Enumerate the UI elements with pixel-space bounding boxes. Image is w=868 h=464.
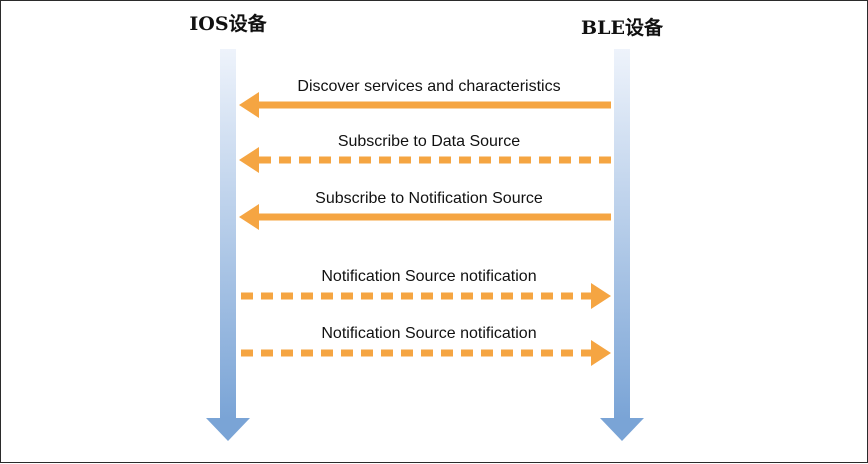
message-notification-source-notification-1: Notification Source notification [241, 268, 611, 309]
arrow-head-right [591, 283, 611, 309]
arrow-head-left [239, 92, 259, 118]
message-label: Notification Source notification [321, 268, 536, 285]
arrow-head-left [239, 147, 259, 173]
ble-lifeline-arrowhead [600, 418, 644, 441]
arrow-head-left [239, 204, 259, 230]
message-label: Subscribe to Notification Source [315, 190, 543, 207]
ios-device-label: IOS设备 [189, 12, 267, 35]
message-subscribe-notification-source: Subscribe to Notification Source [239, 190, 611, 230]
message-discover-services: Discover services and characteristics [239, 78, 611, 118]
message-notification-source-notification-2: Notification Source notification [241, 325, 611, 366]
ble-device-label: BLE设备 [581, 16, 664, 39]
arrow-head-right [591, 340, 611, 366]
ble-lifeline [600, 49, 644, 441]
ios-lifeline-arrowhead [206, 418, 250, 441]
message-label: Notification Source notification [321, 325, 536, 342]
message-label: Subscribe to Data Source [338, 133, 520, 150]
message-subscribe-data-source: Subscribe to Data Source [239, 133, 611, 173]
message-label: Discover services and characteristics [297, 78, 560, 95]
ios-lifeline [206, 49, 250, 441]
